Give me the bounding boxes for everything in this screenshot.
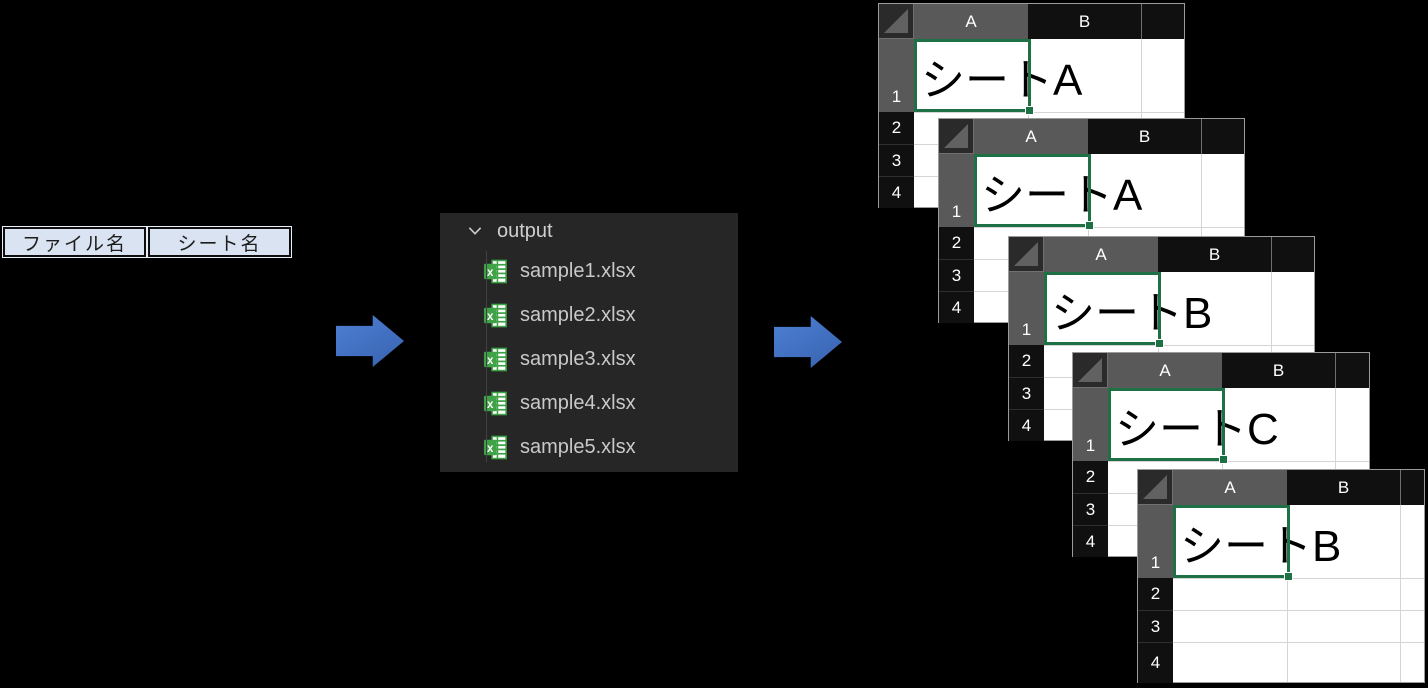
column-header-a[interactable]: A xyxy=(1044,237,1158,272)
mapping-table-cell-sheetname: シート名 xyxy=(148,227,291,257)
file-row-sample5[interactable]: x sample5.xlsx xyxy=(440,425,738,469)
folder-row-output[interactable]: output xyxy=(440,213,738,249)
row-header-2[interactable]: 2 xyxy=(1073,461,1108,493)
file-name: sample3.xlsx xyxy=(520,347,636,370)
column-header-stub[interactable] xyxy=(1335,353,1369,388)
flow-arrow-right-icon xyxy=(336,315,404,367)
row-header-3[interactable]: 3 xyxy=(939,259,974,291)
column-header-b[interactable]: B xyxy=(1158,237,1271,272)
file-name: sample4.xlsx xyxy=(520,391,636,414)
gridline xyxy=(1400,505,1401,682)
excel-file-icon: x xyxy=(483,347,507,371)
excel-file-icon: x xyxy=(483,391,507,415)
select-all-button[interactable] xyxy=(1073,353,1108,388)
svg-text:x: x xyxy=(487,354,494,366)
row-header-1[interactable]: 1 xyxy=(939,154,974,227)
row-header-3[interactable]: 3 xyxy=(1073,493,1108,525)
file-row-sample2[interactable]: x sample2.xlsx xyxy=(440,293,738,337)
column-header-b[interactable]: B xyxy=(1287,470,1400,505)
select-all-triangle-icon xyxy=(944,124,968,148)
row-header-3[interactable]: 3 xyxy=(879,144,914,176)
column-header-stub[interactable] xyxy=(1201,119,1244,154)
column-header-a[interactable]: A xyxy=(914,4,1028,39)
file-name: sample1.xlsx xyxy=(520,259,636,282)
cell-a1-value: シートA xyxy=(981,170,1143,220)
cell-a1-value: シートC xyxy=(1115,404,1279,454)
svg-text:x: x xyxy=(487,398,494,410)
row-header-1[interactable]: 1 xyxy=(1073,388,1108,461)
cell-a1-value: シートB xyxy=(1180,521,1342,571)
row-header-4[interactable]: 4 xyxy=(1009,409,1044,441)
gridline xyxy=(914,112,1184,113)
row-header-2[interactable]: 2 xyxy=(879,112,914,144)
column-header-a[interactable]: A xyxy=(1173,470,1287,505)
gridline xyxy=(1287,505,1288,682)
file-name: sample5.xlsx xyxy=(520,435,636,458)
gridline xyxy=(1173,578,1424,579)
select-all-triangle-icon xyxy=(1143,475,1167,499)
indent-guide xyxy=(486,251,487,462)
svg-text:x: x xyxy=(487,442,494,454)
row-header-3[interactable]: 3 xyxy=(1009,377,1044,409)
mapping-table: ファイル名 シート名 xyxy=(2,226,292,258)
row-header-4[interactable]: 4 xyxy=(939,291,974,323)
gridline xyxy=(1044,345,1314,346)
svg-text:x: x xyxy=(487,266,494,278)
file-row-sample1[interactable]: x sample1.xlsx xyxy=(440,249,738,293)
row-header-1[interactable]: 1 xyxy=(1138,505,1173,578)
row-header-4[interactable]: 4 xyxy=(1138,642,1173,683)
column-header-b[interactable]: B xyxy=(1028,4,1141,39)
row-header-2[interactable]: 2 xyxy=(1009,345,1044,377)
column-header-a[interactable]: A xyxy=(1108,353,1222,388)
row-header-2[interactable]: 2 xyxy=(1138,578,1173,610)
cell-a1-value: シートA xyxy=(921,55,1083,105)
row-header-4[interactable]: 4 xyxy=(879,176,914,208)
fill-handle[interactable] xyxy=(1085,221,1094,230)
column-header-b[interactable]: B xyxy=(1222,353,1335,388)
gridline xyxy=(1173,642,1424,643)
fill-handle[interactable] xyxy=(1219,455,1228,464)
file-name: sample2.xlsx xyxy=(520,303,636,326)
gridline xyxy=(1108,461,1369,462)
column-header-stub[interactable] xyxy=(1271,237,1314,272)
folder-label: output xyxy=(497,219,553,242)
fill-handle[interactable] xyxy=(1025,106,1034,115)
select-all-triangle-icon xyxy=(884,9,908,33)
select-all-button[interactable] xyxy=(879,4,914,39)
mapping-table-cell-filename: ファイル名 xyxy=(3,227,146,257)
column-header-stub[interactable] xyxy=(1141,4,1184,39)
select-all-button[interactable] xyxy=(1138,470,1173,505)
select-all-button[interactable] xyxy=(1009,237,1044,272)
file-row-sample4[interactable]: x sample4.xlsx xyxy=(440,381,738,425)
excel-file-icon: x xyxy=(483,303,507,327)
column-header-a[interactable]: A xyxy=(974,119,1088,154)
file-row-sample3[interactable]: x sample3.xlsx xyxy=(440,337,738,381)
chevron-down-icon xyxy=(468,227,482,235)
cell-a1-value: シートB xyxy=(1051,288,1213,338)
select-all-triangle-icon xyxy=(1014,242,1038,266)
file-explorer-panel: output x sample1.xlsx xyxy=(440,213,738,472)
column-header-stub[interactable] xyxy=(1400,470,1424,505)
row-header-1[interactable]: 1 xyxy=(1009,272,1044,345)
fill-handle[interactable] xyxy=(1155,339,1164,348)
flow-arrow-right-icon xyxy=(774,316,842,368)
select-all-button[interactable] xyxy=(939,119,974,154)
excel-file-icon: x xyxy=(483,435,507,459)
column-header-b[interactable]: B xyxy=(1088,119,1201,154)
fill-handle[interactable] xyxy=(1284,572,1293,581)
select-all-triangle-icon xyxy=(1078,358,1102,382)
spreadsheet-window-5: A B 1 2 3 4 シートB xyxy=(1137,469,1425,683)
row-header-3[interactable]: 3 xyxy=(1138,610,1173,642)
cell-grid[interactable]: シートB xyxy=(1173,505,1424,682)
gridline xyxy=(1173,610,1424,611)
excel-file-icon: x xyxy=(483,259,507,283)
row-header-2[interactable]: 2 xyxy=(939,227,974,259)
svg-text:x: x xyxy=(487,310,494,322)
row-header-1[interactable]: 1 xyxy=(879,39,914,112)
gridline xyxy=(974,227,1244,228)
row-header-4[interactable]: 4 xyxy=(1073,525,1108,557)
